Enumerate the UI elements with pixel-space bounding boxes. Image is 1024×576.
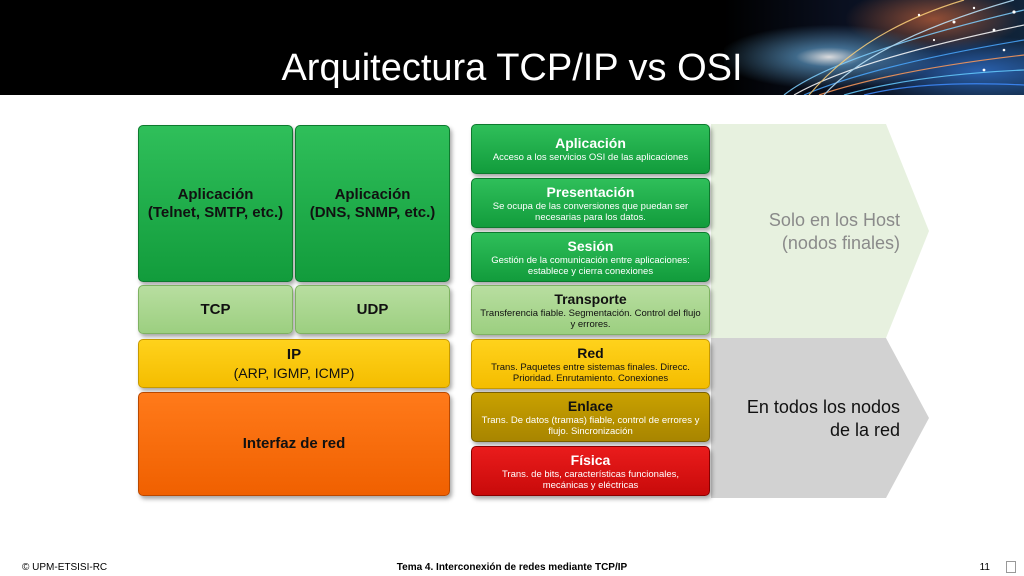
footer-topic: Tema 4. Interconexión de redes mediante … bbox=[396, 562, 628, 573]
tcpip-interface-label: Interfaz de red bbox=[242, 435, 346, 452]
footer-page-number: 11 bbox=[979, 562, 990, 573]
tcpip-application-left: Aplicación (Telnet, SMTP, etc.) bbox=[138, 125, 293, 282]
osi-layer-desc: Gestión de la comunicación entre aplicac… bbox=[491, 254, 690, 277]
osi-layer-desc: Transferencia fiable. Segmentación. Cont… bbox=[480, 307, 701, 330]
tcpip-tcp: TCP bbox=[138, 285, 293, 334]
osi-layer-desc: Acceso a los servicios OSI de las aplica… bbox=[492, 152, 689, 163]
tcpip-ip-name: IP bbox=[286, 345, 302, 363]
hosts-arrow-label: Solo en los Host (nodos finales) bbox=[720, 209, 900, 255]
osi-layer-name: Física bbox=[570, 451, 611, 468]
osi-layer-name: Presentación bbox=[546, 183, 635, 200]
tcpip-app-left-name: Aplicación bbox=[177, 185, 254, 203]
hosts-arrow-line2: (nodos finales) bbox=[781, 233, 900, 253]
osi-layer-name: Enlace bbox=[567, 397, 614, 414]
footer-corner-mark bbox=[1006, 561, 1016, 573]
osi-layer-desc: Trans. De datos (tramas) fiable, control… bbox=[481, 414, 700, 437]
osi-layer-name: Transporte bbox=[554, 290, 627, 307]
tcpip-ip: IP (ARP, IGMP, ICMP) bbox=[138, 339, 450, 388]
tcpip-app-left-detail: (Telnet, SMTP, etc.) bbox=[147, 203, 284, 221]
slide-header: Arquitectura TCP/IP vs OSI bbox=[0, 0, 1024, 95]
hosts-arrow-line1: Solo en los Host bbox=[768, 210, 900, 230]
osi-layer-application: Aplicación Acceso a los servicios OSI de… bbox=[471, 124, 710, 174]
osi-layer-link: Enlace Trans. De datos (tramas) fiable, … bbox=[471, 392, 710, 442]
osi-layer-session: Sesión Gestión de la comunicación entre … bbox=[471, 232, 710, 282]
footer-copyright: © UPM-ETSISI-RC bbox=[22, 562, 108, 573]
network-arrow-line1: En todos los nodos bbox=[746, 397, 900, 417]
osi-layer-desc: Trans. de bits, características funciona… bbox=[501, 468, 680, 491]
osi-layer-name: Sesión bbox=[567, 237, 614, 254]
osi-layer-desc: Trans. Paquetes entre sistemas finales. … bbox=[491, 361, 690, 384]
tcpip-ip-detail: (ARP, IGMP, ICMP) bbox=[233, 364, 355, 381]
tcpip-udp-label: UDP bbox=[356, 300, 389, 318]
osi-layer-presentation: Presentación Se ocupa de las conversione… bbox=[471, 178, 710, 228]
osi-layer-physical: Física Trans. de bits, características f… bbox=[471, 446, 710, 496]
osi-layer-name: Red bbox=[577, 344, 604, 361]
tcpip-udp: UDP bbox=[295, 285, 450, 334]
osi-layer-name: Aplicación bbox=[555, 135, 626, 151]
tcpip-application-right: Aplicación (DNS, SNMP, etc.) bbox=[295, 125, 450, 282]
tcpip-app-right-detail: (DNS, SNMP, etc.) bbox=[309, 203, 436, 221]
osi-layer-transport: Transporte Transferencia fiable. Segment… bbox=[471, 285, 710, 335]
network-arrow-shape bbox=[711, 338, 929, 498]
osi-layer-desc: Se ocupa de las conversiones que puedan … bbox=[492, 200, 689, 223]
tcpip-tcp-label: TCP bbox=[200, 300, 231, 318]
fiber-optic-image bbox=[724, 0, 1024, 95]
tcpip-interface: Interfaz de red bbox=[138, 392, 450, 496]
network-arrow-line2: de la red bbox=[829, 420, 900, 440]
hosts-arrow-shape bbox=[711, 124, 929, 338]
network-arrow-label: En todos los nodos de la red bbox=[720, 396, 900, 442]
osi-layer-network: Red Trans. Paquetes entre sistemas final… bbox=[471, 339, 710, 389]
tcpip-app-right-name: Aplicación bbox=[334, 185, 411, 203]
slide-title: Arquitectura TCP/IP vs OSI bbox=[281, 47, 743, 89]
